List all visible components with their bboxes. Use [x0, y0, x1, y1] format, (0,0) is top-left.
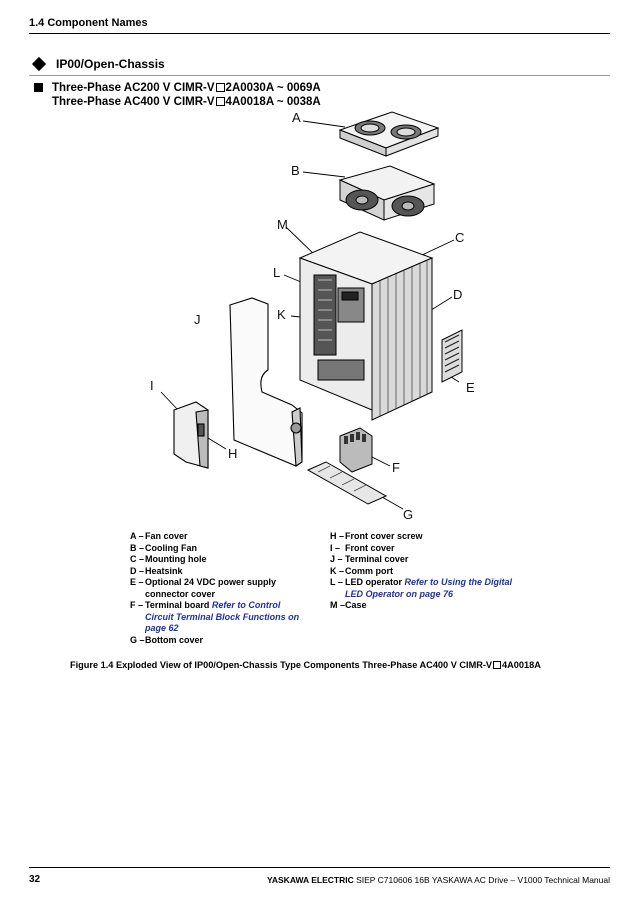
fan-cover-part	[338, 111, 440, 157]
figure-caption-suffix: 4A0018A	[502, 660, 541, 670]
model-line-2-prefix: Three-Phase AC400 V CIMR-V	[52, 96, 215, 108]
legend-item: K –Comm port	[330, 566, 520, 578]
footer-manual-title: SIEP C710606 16B YASKAWA AC Drive – V100…	[353, 875, 610, 885]
heading-rule	[29, 75, 610, 76]
legend-key: L –	[330, 577, 343, 587]
heading-ip00: IP00/Open-Chassis	[31, 56, 165, 72]
label-d: D	[453, 287, 463, 302]
figure-caption: Figure 1.4 Exploded View of IP00/Open-Ch…	[70, 660, 541, 670]
footer-rule	[29, 867, 610, 868]
legend-text: Terminal cover	[345, 554, 409, 564]
legend-item: M –Case	[330, 600, 520, 612]
legend-text: Comm port	[345, 565, 393, 576]
bottom-cover-part	[306, 461, 388, 505]
legend-text-plain: LED operator	[345, 577, 405, 587]
legend-item: J –Terminal cover	[330, 554, 520, 566]
legend-item: A –Fan cover	[130, 531, 310, 543]
legend-text: LED operator Refer to Using the Digital …	[345, 577, 515, 600]
placeholder-box-icon	[215, 97, 225, 106]
model-line-2: Three-Phase AC400 V CIMR-V 4A0018A ~ 0038…	[34, 95, 321, 109]
label-k: K	[277, 307, 286, 322]
legend-item: F –Terminal board Refer to Control Circu…	[130, 600, 310, 635]
legend-text: Optional 24 VDC power supply connector c…	[145, 577, 277, 599]
drive-case-part	[298, 231, 434, 421]
legend-key: K –	[330, 565, 345, 576]
legend-text-plain: Terminal board	[145, 600, 212, 610]
label-e: E	[466, 380, 475, 395]
legend-item: I – Front cover	[330, 543, 520, 555]
legend-key: A –	[130, 531, 144, 541]
model-heading: Three-Phase AC200 V CIMR-V 2A0030A ~ 0069…	[34, 81, 321, 109]
legend-text: Case	[345, 600, 367, 610]
label-i: I	[150, 378, 154, 393]
legend-left-column: A –Fan cover B –Cooling Fan C –Mounting …	[130, 531, 310, 646]
front-cover-part	[173, 401, 209, 469]
legend-key: M –	[330, 600, 346, 610]
cross-reference-link[interactable]: Refer to Using the Digital LED Operator …	[345, 577, 513, 599]
legend-text: Mounting hole	[145, 554, 207, 564]
legend-key: F –	[130, 600, 144, 610]
footer-brand: YASKAWA ELECTRIC	[266, 875, 354, 885]
label-l: L	[273, 265, 281, 280]
legend-key: H –	[330, 531, 345, 541]
legend-item: G –Bottom cover	[130, 635, 310, 647]
legend-text: Fan cover	[145, 531, 188, 541]
terminal-board-part	[339, 427, 373, 473]
legend-key: G –	[130, 634, 145, 645]
label-m: M	[277, 217, 288, 232]
legend-text: Terminal board Refer to Control Circuit …	[145, 600, 305, 635]
legend-text: Cooling Fan	[145, 542, 197, 553]
legend-item: C –Mounting hole	[130, 554, 310, 566]
legend-key: D –	[130, 565, 145, 576]
legend-key: C –	[130, 554, 145, 564]
section-header: 1.4 Component Names	[29, 17, 148, 29]
label-j: J	[194, 312, 201, 327]
legend-key: J –	[330, 554, 343, 564]
label-c: C	[455, 230, 465, 245]
figure-caption-prefix: Figure 1.4 Exploded View of IP00/Open-Ch…	[70, 660, 493, 670]
header-rule	[29, 33, 610, 34]
cooling-fan-part	[338, 165, 436, 221]
placeholder-box-icon	[215, 83, 225, 92]
square-bullet-icon	[34, 83, 43, 92]
model-line-1-prefix: Three-Phase AC200 V CIMR-V	[52, 82, 215, 94]
legend-text: Front cover	[345, 542, 395, 553]
legend-item: E –Optional 24 VDC power supply connecto…	[130, 577, 310, 600]
model-line-1: Three-Phase AC200 V CIMR-V 2A0030A ~ 0069…	[34, 81, 321, 95]
legend-key: I –	[330, 542, 341, 553]
page-number: 32	[29, 874, 41, 885]
cross-reference-link[interactable]: Refer to Control Circuit Terminal Block …	[145, 600, 300, 633]
label-h: H	[228, 446, 238, 461]
legend-item: D –Heatsink	[130, 566, 310, 578]
model-line-1-suffix: 2A0030A ~ 0069A	[225, 82, 321, 94]
label-f: F	[392, 460, 400, 475]
label-g: G	[403, 507, 414, 522]
terminal-cover-part	[229, 297, 303, 467]
legend-item: L –LED operator Refer to Using the Digit…	[330, 577, 520, 600]
model-line-2-suffix: 4A0018A ~ 0038A	[225, 96, 321, 108]
footer-text: YASKAWA ELECTRIC SIEP C710606 16B YASKAW…	[267, 875, 610, 885]
legend-text: Heatsink	[145, 565, 183, 576]
legend-text: Bottom cover	[145, 634, 204, 645]
label-b: B	[291, 163, 300, 178]
legend-item: H –Front cover screw	[330, 531, 520, 543]
legend-right-column: H –Front cover screw I – Front cover J –T…	[330, 531, 520, 612]
legend-item: B –Cooling Fan	[130, 543, 310, 555]
legend-key: B –	[130, 542, 145, 553]
legend-text: Front cover screw	[345, 531, 423, 541]
legend-key: E –	[130, 577, 144, 587]
heading-ip00-text: IP00/Open-Chassis	[56, 57, 165, 71]
label-a: A	[292, 110, 301, 125]
placeholder-box-icon	[493, 661, 502, 669]
option-connector-cover-part	[441, 329, 463, 383]
